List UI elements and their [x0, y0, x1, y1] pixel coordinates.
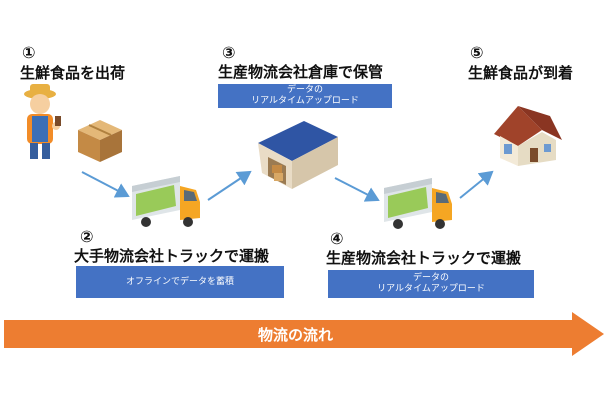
flow-label: 物流の流れ — [258, 326, 334, 344]
farmer-icon — [24, 84, 61, 159]
warehouse-icon — [258, 121, 338, 189]
truck-icon — [132, 176, 200, 227]
connector-arrow-1-2 — [81, 171, 130, 198]
step-2-number: ② — [80, 227, 94, 246]
step-4-title: 生産物流会社トラックで運搬 — [326, 249, 522, 267]
step-1-title: 生鮮食品を出荷 — [20, 64, 126, 82]
truck-icon — [384, 178, 452, 229]
connector-arrow-4-5 — [459, 170, 494, 199]
step-3-title: 生産物流会社倉庫で保管 — [218, 63, 384, 81]
step-5-title: 生鮮食品が到着 — [468, 64, 574, 82]
step-3-note: データの リアルタイムアップロード — [218, 84, 392, 108]
step-1-number: ① — [22, 43, 36, 62]
step-3-number: ③ — [222, 43, 236, 62]
step-4-note: データの リアルタイムアップロード — [328, 270, 534, 298]
connector-arrow-3-4 — [334, 177, 380, 202]
step-4-number: ④ — [330, 229, 344, 248]
step-5-number: ⑤ — [470, 43, 484, 62]
house-icon — [494, 106, 562, 166]
step-2-title: 大手物流会社トラックで運搬 — [74, 247, 270, 265]
flow-arrow — [4, 312, 604, 356]
connector-arrow-2-3 — [207, 170, 252, 201]
step-2-note: オフラインでデータを蓄積 — [76, 266, 284, 298]
cardboard-box-icon — [78, 120, 122, 162]
